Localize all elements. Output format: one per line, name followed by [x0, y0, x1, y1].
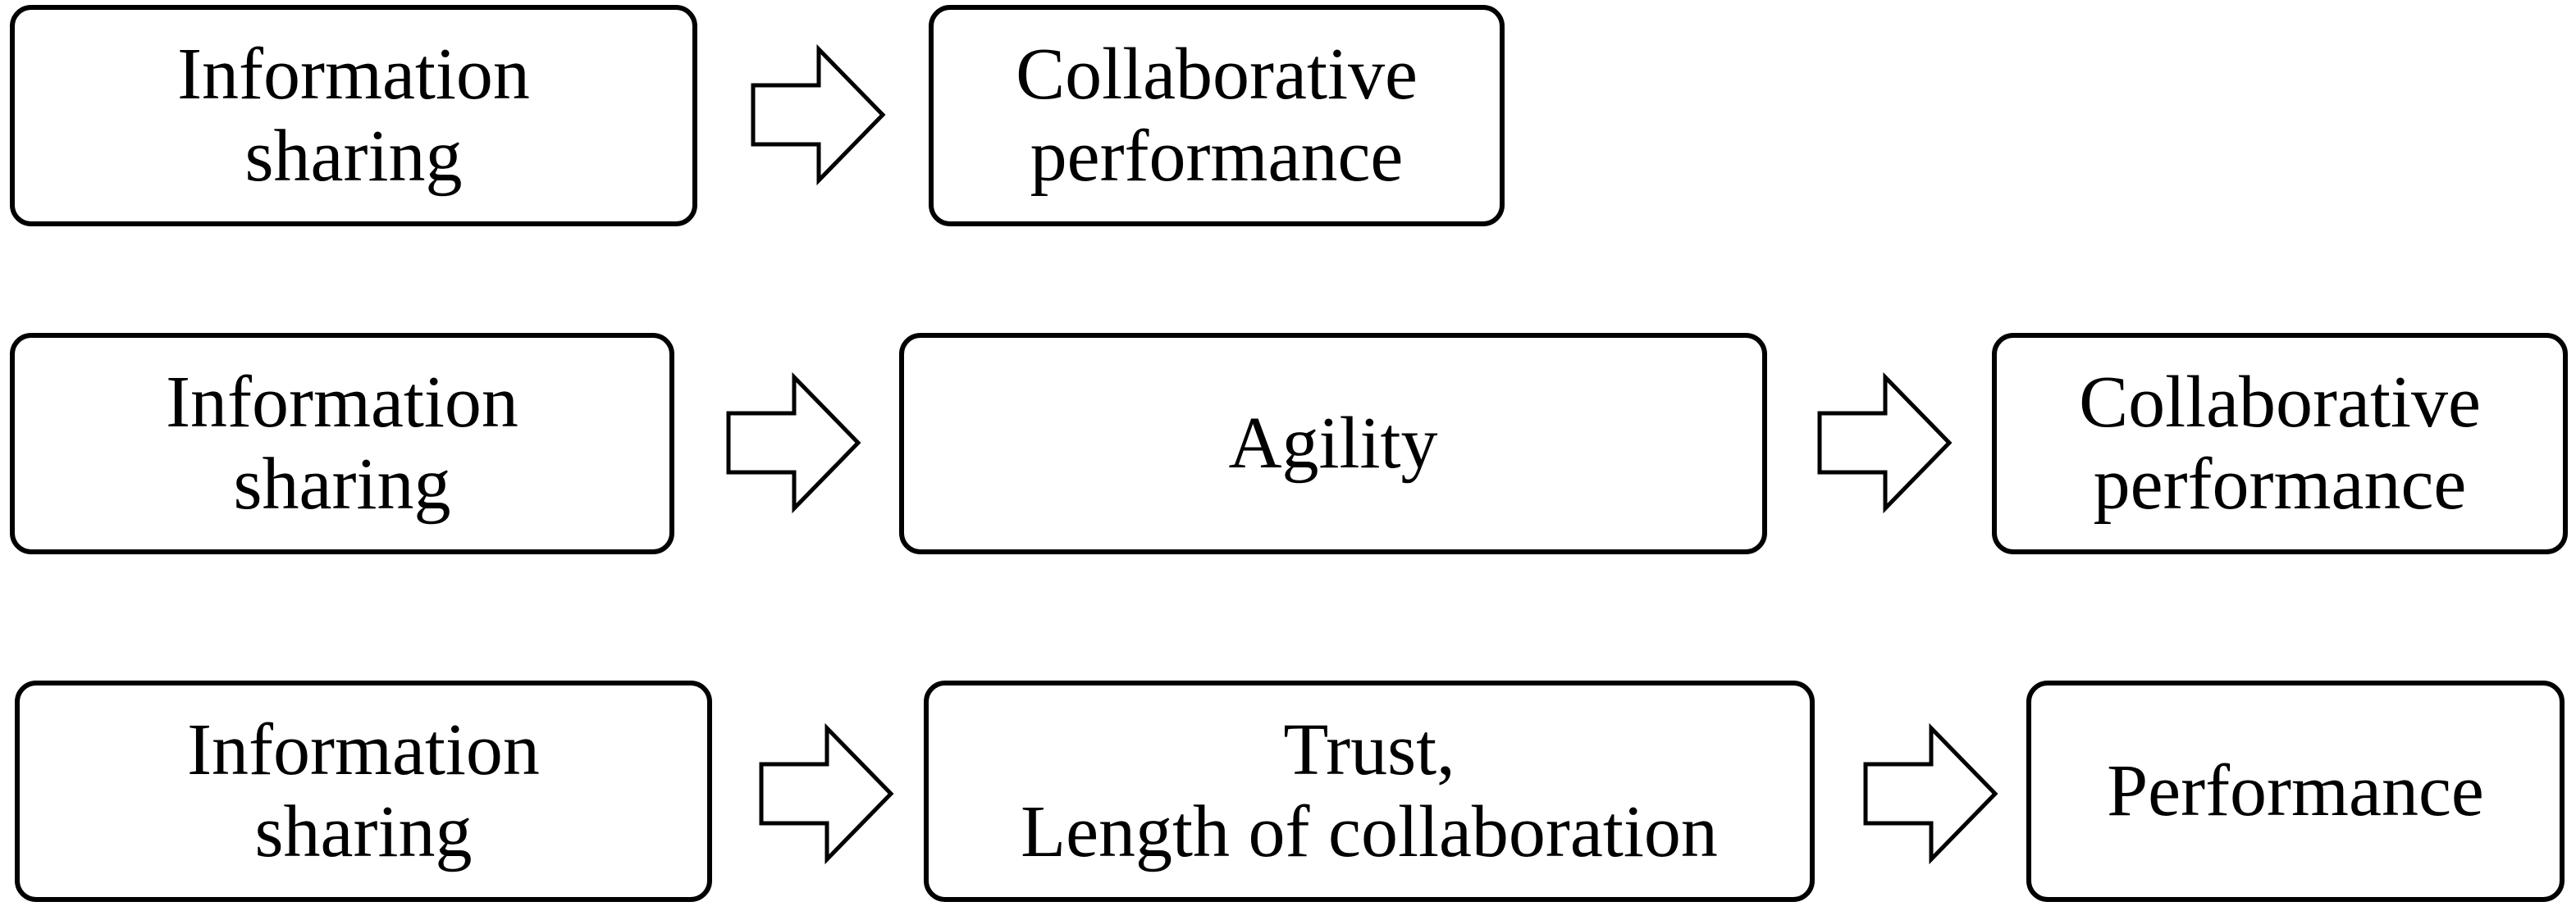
row1-collaborative-performance-label: Collaborative performance — [1016, 34, 1418, 197]
row1-information-sharing-label: Information sharing — [177, 34, 530, 197]
row1-arrow-1-icon — [751, 43, 886, 186]
row1-information-sharing-box: Information sharing — [10, 5, 697, 226]
row2-arrow-2-icon — [1817, 371, 1953, 514]
row3-arrow-2-icon — [1863, 722, 1998, 865]
row3-information-sharing-box: Information sharing — [15, 681, 712, 902]
row3-performance-box: Performance — [2026, 681, 2565, 902]
row2-information-sharing-box: Information sharing — [10, 333, 674, 554]
row2-agility-label: Agility — [1228, 403, 1438, 484]
row1-collaborative-performance-box: Collaborative performance — [929, 5, 1505, 226]
row2-agility-box: Agility — [899, 333, 1767, 554]
row3-trust-length-label: Trust, Length of collaboration — [1021, 709, 1718, 872]
row2-collaborative-performance-box: Collaborative performance — [1992, 333, 2568, 554]
row3-arrow-1-icon — [759, 722, 894, 865]
row2-information-sharing-label: Information sharing — [166, 362, 518, 525]
row2-arrow-1-icon — [726, 371, 861, 514]
row3-trust-length-box: Trust, Length of collaboration — [924, 681, 1815, 902]
row2-collaborative-performance-label: Collaborative performance — [2079, 362, 2481, 525]
row3-information-sharing-label: Information sharing — [187, 709, 540, 872]
row3-performance-label: Performance — [2107, 750, 2484, 831]
